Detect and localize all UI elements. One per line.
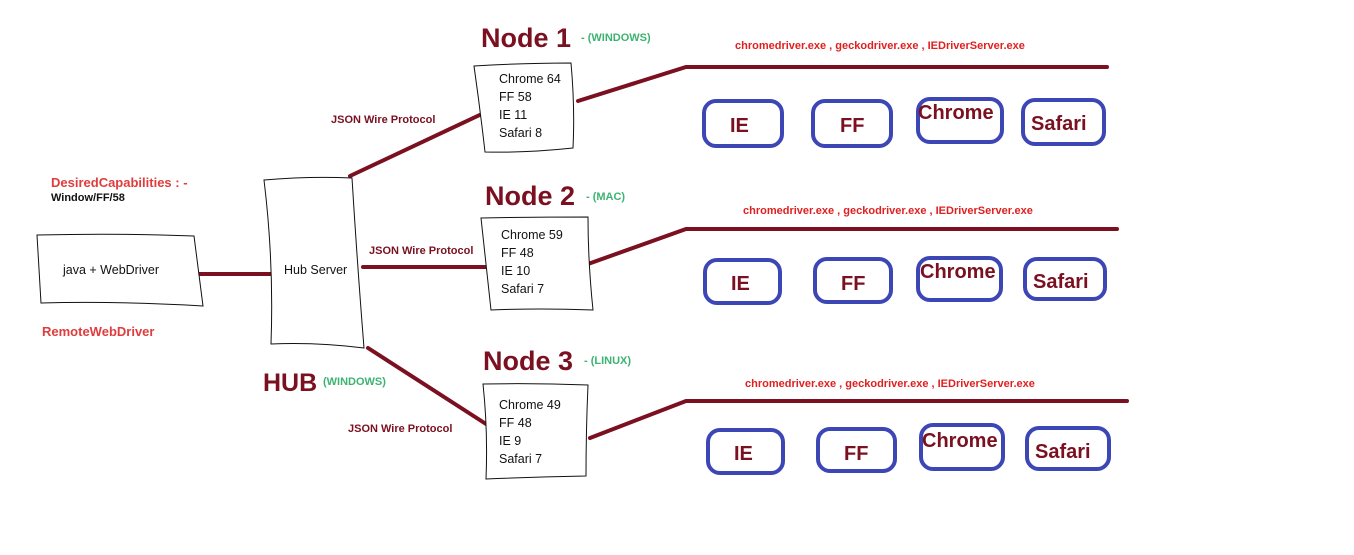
- hub-node3-connector: [366, 346, 488, 426]
- node2-version-ie: IE 10: [501, 264, 531, 278]
- node3-box: [482, 383, 589, 480]
- hub-box: [263, 176, 365, 349]
- node2-version-safari: Safari 7: [501, 282, 545, 296]
- node3-browser-box-safari: [1025, 426, 1111, 471]
- protocol-label-node2: JSON Wire Protocol: [369, 245, 474, 257]
- desired-capabilities-title: DesiredCapabilities : -: [51, 175, 188, 190]
- node2-browser-safari: Safari: [1033, 271, 1089, 293]
- node3-browser-safari: Safari: [1035, 441, 1091, 463]
- node2-browser-box-ff: [813, 257, 893, 304]
- hub-node1-connector: [348, 110, 488, 178]
- node3-os-label: - (LINUX): [584, 355, 632, 367]
- node1-box: [473, 62, 575, 153]
- node3-version-ff: FF 48: [499, 416, 532, 430]
- node1-browser-ie: IE: [730, 115, 749, 137]
- node1-browser-box-chrome: [916, 97, 1004, 144]
- hub-title: HUB: [263, 369, 318, 397]
- node2-version-list: Chrome 59 FF 48 IE 10 Safari 7: [501, 226, 563, 298]
- node2-version-chrome: Chrome 59: [501, 228, 563, 242]
- node1-version-ie: IE 11: [499, 108, 528, 122]
- remote-webdriver-label: RemoteWebDriver: [42, 324, 155, 339]
- node3-browser-box-ff: [816, 427, 897, 473]
- node3-version-ie: IE 9: [499, 434, 522, 448]
- node2-box: [480, 216, 594, 311]
- node2-os-label: - (MAC): [586, 191, 626, 203]
- desired-capabilities-value: Window/FF/58: [51, 192, 125, 204]
- node1-browser-box-ff: [811, 99, 893, 148]
- hub-os-label: (WINDOWS): [323, 376, 386, 388]
- client-box: [36, 233, 204, 307]
- node3-version-safari: Safari 7: [499, 452, 543, 466]
- node3-version-chrome: Chrome 49: [499, 398, 561, 412]
- node2-browser-ff: FF: [841, 273, 866, 295]
- node2-title: Node 2: [485, 181, 576, 211]
- node3-browser-ff: FF: [844, 443, 869, 465]
- node1-browser-safari: Safari: [1031, 113, 1087, 135]
- node3-driver-line: [588, 399, 1129, 440]
- node1-version-ff: FF 58: [499, 90, 532, 104]
- node1-title: Node 1: [481, 23, 572, 53]
- node1-browser-box-ie: [702, 99, 784, 148]
- node1-browser-chrome: Chrome: [918, 102, 994, 124]
- node3-browser-ie: IE: [734, 443, 753, 465]
- node3-drivers-label: chromedriver.exe , geckodriver.exe , IED…: [745, 378, 1035, 390]
- node1-driver-line: [576, 65, 1109, 103]
- hub-box-label: Hub Server: [284, 263, 348, 277]
- node1-version-list: Chrome 64 FF 58 IE 11 Safari 8: [499, 70, 561, 142]
- node1-version-safari: Safari 8: [499, 126, 543, 140]
- node1-browser-box-safari: [1021, 98, 1106, 146]
- node3-browser-box-ie: [706, 428, 785, 475]
- node2-driver-line: [586, 227, 1119, 266]
- node2-drivers-label: chromedriver.exe , geckodriver.exe , IED…: [743, 205, 1033, 217]
- node2-version-ff: FF 48: [501, 246, 534, 260]
- node2-browser-chrome: Chrome: [920, 261, 996, 283]
- node3-version-list: Chrome 49 FF 48 IE 9 Safari 7: [499, 396, 561, 468]
- node2-browser-box-chrome: [916, 256, 1003, 302]
- client-box-label: java + WebDriver: [63, 263, 159, 277]
- protocol-label-node1: JSON Wire Protocol: [331, 114, 436, 126]
- node3-title: Node 3: [483, 346, 574, 376]
- node2-browser-ie: IE: [731, 273, 750, 295]
- node1-os-label: - (WINDOWS): [581, 32, 651, 44]
- node3-browser-box-chrome: [919, 423, 1005, 471]
- node2-browser-box-ie: [703, 258, 782, 305]
- node3-browser-chrome: Chrome: [922, 430, 998, 452]
- node1-version-chrome: Chrome 64: [499, 72, 561, 86]
- node1-browser-ff: FF: [840, 115, 865, 137]
- protocol-label-node3: JSON Wire Protocol: [348, 423, 453, 435]
- node2-browser-box-safari: [1023, 257, 1107, 301]
- node1-drivers-label: chromedriver.exe , geckodriver.exe , IED…: [735, 40, 1025, 52]
